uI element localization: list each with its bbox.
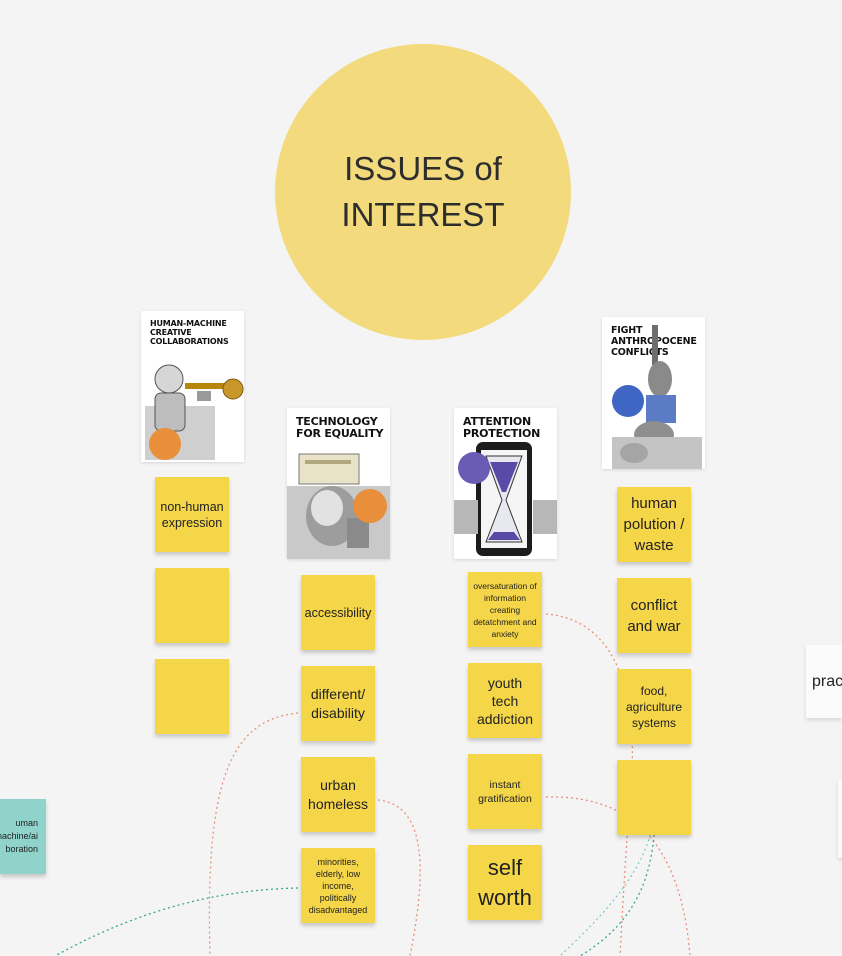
sticky-note[interactable]: minorities, elderly, low income, politic… — [301, 848, 375, 923]
poster-title: HUMAN-MACHINE CREATIVE COLLABORATIONS — [150, 319, 229, 346]
poster-human-machine[interactable]: HUMAN-MACHINE CREATIVE COLLABORATIONS — [141, 311, 244, 462]
central-topic-line-2: INTEREST — [341, 196, 505, 233]
sticky-note[interactable]: human polution / waste — [617, 487, 691, 562]
sticky-note-text: oversaturation of information creating d… — [473, 580, 537, 639]
sticky-note[interactable]: self worth — [468, 845, 542, 920]
connector-disability — [208, 712, 299, 956]
sticky-note-empty[interactable] — [617, 760, 691, 835]
sticky-note-text: human polution / waste — [623, 495, 685, 554]
sticky-note-text: accessibility — [304, 605, 372, 620]
connector-minorities-teal — [54, 887, 299, 956]
poster-technology-equality[interactable]: TECHNOLOGY FOR EQUALITY — [287, 408, 390, 559]
connector-urban-homeless — [377, 799, 421, 956]
sticky-note-text: youth tech addiction — [476, 674, 534, 727]
poster-fight-anthropocene[interactable]: FIGHT ANTHROPOCENE CONFLICTS — [602, 317, 705, 469]
sticky-note-text: prac — [812, 672, 842, 690]
central-topic-line-1: ISSUES of — [344, 150, 502, 187]
sticky-note-empty[interactable] — [155, 659, 229, 734]
sticky-note[interactable]: conflict and war — [617, 578, 691, 653]
sticky-note-offscreen-right[interactable]: prac — [806, 645, 842, 718]
sticky-note-empty[interactable] — [155, 568, 229, 643]
sticky-note[interactable]: different/ disability — [301, 666, 375, 741]
poster-badge — [353, 489, 387, 523]
sticky-note-text: food, agriculture systems — [625, 683, 683, 730]
sticky-note-offscreen-right-2[interactable] — [838, 780, 842, 858]
sticky-note[interactable]: oversaturation of information creating d… — [468, 572, 542, 647]
sticky-note-text: uman nachine/ai boration — [0, 818, 38, 854]
poster-title: TECHNOLOGY FOR EQUALITY — [296, 415, 384, 440]
sticky-note-text: urban homeless — [308, 776, 368, 812]
poster-badge — [149, 428, 181, 460]
sticky-note[interactable]: non-human expression — [155, 477, 229, 552]
sticky-note-text: conflict and war — [627, 596, 681, 635]
sticky-note[interactable]: youth tech addiction — [468, 663, 542, 738]
central-topic-circle[interactable]: ISSUES of INTEREST — [275, 44, 571, 340]
sticky-note-text: minorities, elderly, low income, politic… — [308, 856, 368, 915]
elderly-man-illustration — [287, 453, 390, 559]
poster-badge — [458, 452, 490, 484]
poster-badge — [612, 385, 644, 417]
sticky-note[interactable]: urban homeless — [301, 757, 375, 832]
sticky-note-offscreen-left[interactable]: uman nachine/ai boration — [0, 799, 46, 874]
sticky-note[interactable]: accessibility — [301, 575, 375, 650]
sticky-note-text: non-human expression — [160, 499, 224, 530]
sticky-note[interactable]: instant gratification — [468, 754, 542, 829]
poster-title: ATTENTION PROTECTION — [463, 415, 541, 440]
poster-attention-protection[interactable]: ATTENTION PROTECTION — [454, 408, 557, 559]
sticky-note-text: instant gratification — [478, 778, 532, 805]
sticky-note-text: different/ disability — [310, 685, 366, 721]
hourglass-phone-illustration — [454, 442, 557, 556]
figures-statue-illustration — [612, 325, 702, 469]
sticky-note-text: self worth — [478, 854, 532, 910]
sticky-note[interactable]: food, agriculture systems — [617, 669, 691, 744]
